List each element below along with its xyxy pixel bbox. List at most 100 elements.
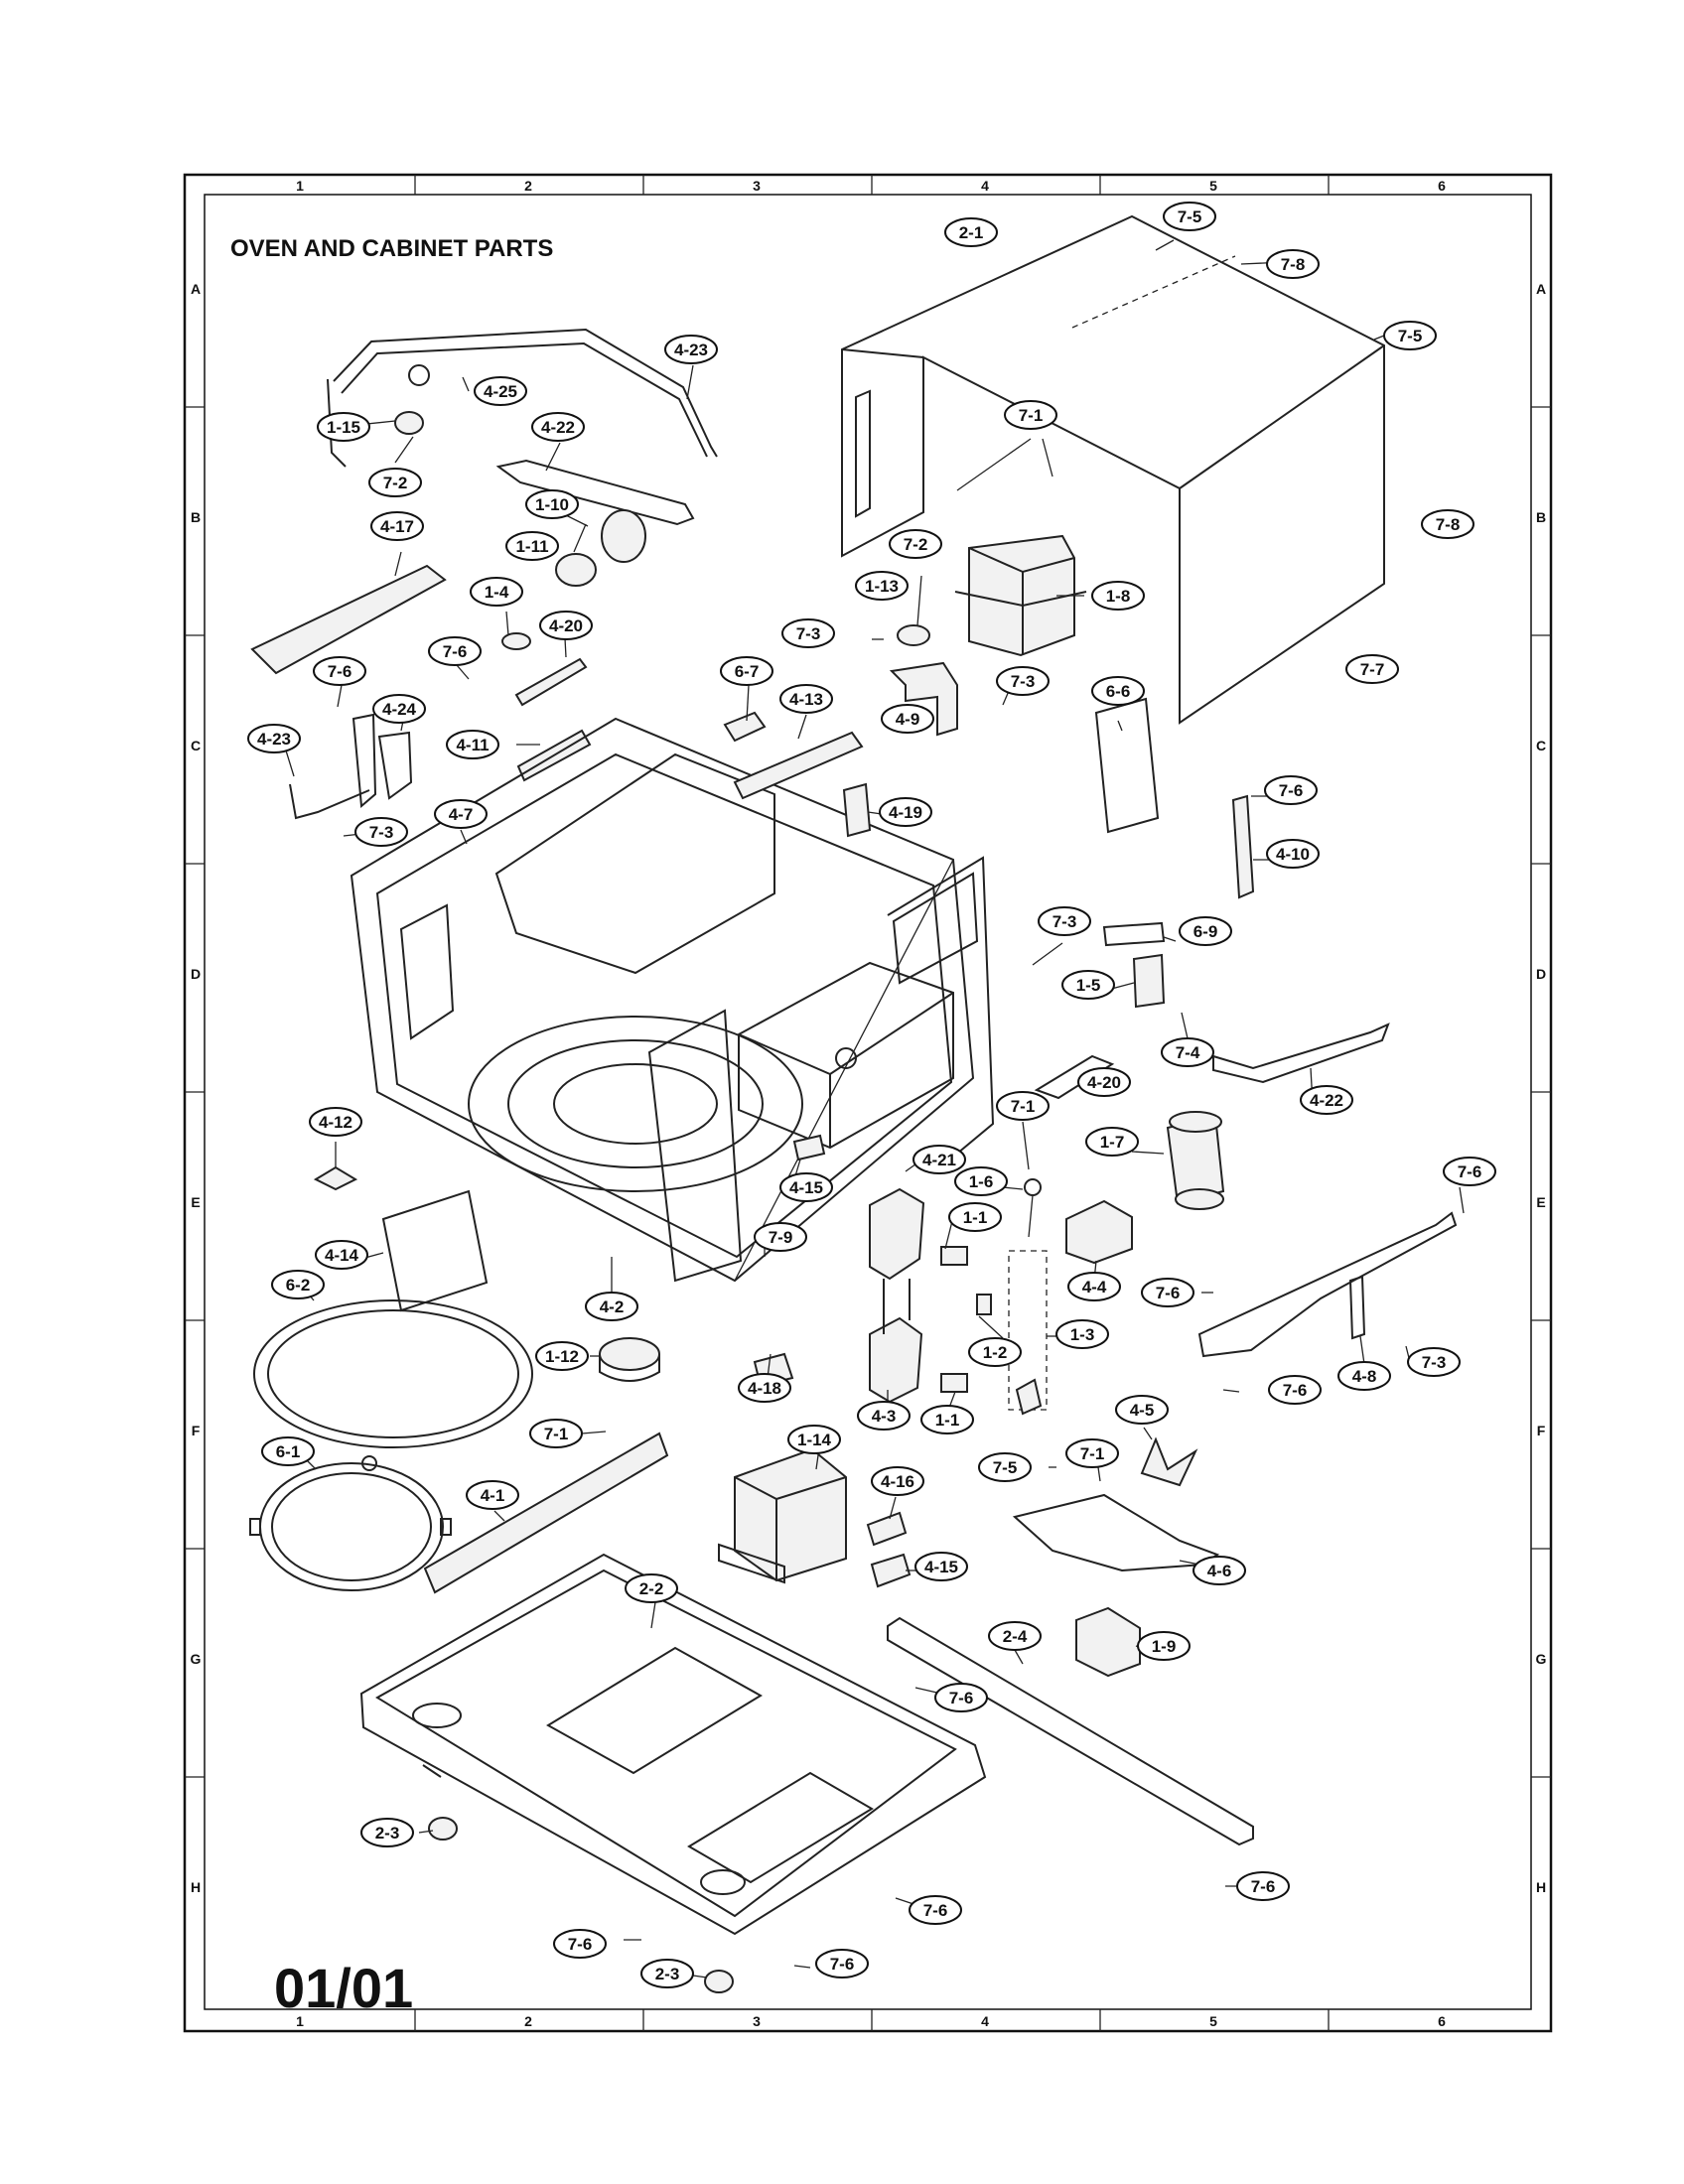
callout-oval xyxy=(640,1959,694,1988)
callout-oval xyxy=(879,797,932,827)
callout-oval xyxy=(470,577,523,607)
grid-row-label: D xyxy=(191,966,201,982)
top-air-guide-part xyxy=(327,328,718,468)
callout-bubble: 4-9 xyxy=(881,704,934,734)
callout-oval xyxy=(1091,581,1145,611)
callout-label: 4-4 xyxy=(1082,1278,1107,1297)
callout-labels: 2-17-57-87-57-17-81-87-77-21-137-37-34-9… xyxy=(247,202,1496,1988)
grid-row-label: H xyxy=(1536,1879,1546,1895)
callout-bubble: 7-1 xyxy=(1065,1438,1119,1468)
callout-oval xyxy=(1141,1278,1194,1307)
callout-oval xyxy=(996,1091,1050,1121)
callout-bubble: 4-22 xyxy=(1300,1085,1353,1115)
callout-bubble: 4-6 xyxy=(1193,1556,1246,1585)
callout-oval xyxy=(553,1929,607,1959)
callout-label: 4-24 xyxy=(382,700,417,719)
grid-row-label: F xyxy=(192,1423,201,1438)
callout-label: 4-15 xyxy=(924,1558,958,1576)
callout-label: 1-11 xyxy=(515,537,548,556)
callout-label: 2-4 xyxy=(1003,1627,1028,1646)
callout-label: 4-10 xyxy=(1276,845,1310,864)
latch-assembly-part xyxy=(869,1187,1048,1416)
callout-bubble: 4-10 xyxy=(1266,839,1320,869)
callout-bubble: 1-14 xyxy=(787,1425,841,1454)
callout-bubble: 4-1 xyxy=(466,1480,519,1510)
callout-label: 7-6 xyxy=(1283,1381,1308,1400)
grid-column-label: 6 xyxy=(1438,178,1446,194)
grid-row-label: A xyxy=(1536,281,1546,297)
bracket-part-4-8 xyxy=(1197,1211,1458,1358)
callout-label: 1-7 xyxy=(1100,1133,1125,1152)
callout-bubble: 7-3 xyxy=(354,817,408,847)
callout-label: 7-1 xyxy=(1019,406,1044,425)
callout-oval xyxy=(1137,1631,1191,1661)
fan-assembly-part xyxy=(1012,1436,1220,1678)
callout-label: 7-2 xyxy=(383,474,408,492)
grid-column-label: 4 xyxy=(981,178,989,194)
grid-row-label: B xyxy=(1536,509,1546,525)
callout-bubble: 2-3 xyxy=(640,1959,694,1988)
callout-bubble: 1-13 xyxy=(855,571,909,601)
callout-bubble: 7-5 xyxy=(1163,202,1216,231)
callout-oval xyxy=(889,529,942,559)
callout-label: 1-12 xyxy=(545,1347,579,1366)
grid-row-label: H xyxy=(191,1879,201,1895)
callout-bubble: 6-7 xyxy=(720,656,773,686)
callout-label: 2-2 xyxy=(639,1579,664,1598)
callout-bubble: 6-2 xyxy=(271,1270,325,1299)
callout-bubble: 1-2 xyxy=(968,1337,1022,1367)
foot-part-2-3-left xyxy=(428,1817,458,1841)
block-part-4-19 xyxy=(842,782,872,838)
callout-oval xyxy=(1004,400,1057,430)
grid-row-label: D xyxy=(1536,966,1546,982)
thermal-cutout-bracket-part xyxy=(889,624,958,737)
callout-oval xyxy=(781,618,835,648)
callout-oval xyxy=(1345,654,1399,684)
callout-oval xyxy=(815,1949,869,1979)
callout-bubble: 6-6 xyxy=(1091,676,1145,706)
page-number: 01/01 xyxy=(274,1957,413,2019)
callout-oval xyxy=(1067,1272,1121,1301)
left-brackets-part xyxy=(289,713,413,820)
callout-label: 7-5 xyxy=(1178,207,1202,226)
callout-bubble: 4-13 xyxy=(779,684,833,714)
grid-column-label: 6 xyxy=(1438,2013,1446,2029)
callout-label: 1-13 xyxy=(865,577,899,596)
callout-label: 7-8 xyxy=(1436,515,1461,534)
callout-bubble: 4-7 xyxy=(434,799,488,829)
callout-oval xyxy=(525,489,579,519)
callout-bubble: 4-14 xyxy=(315,1240,368,1270)
label-part-6-7 xyxy=(723,711,767,743)
callout-oval xyxy=(309,1107,362,1137)
bar-part-4-1 xyxy=(423,1432,669,1594)
callout-oval xyxy=(535,1341,589,1371)
callout-label: 6-1 xyxy=(276,1442,301,1461)
callout-oval xyxy=(466,1480,519,1510)
callout-label: 7-6 xyxy=(1251,1877,1276,1896)
callout-bubble: 7-6 xyxy=(1264,775,1318,805)
callout-label: 7-2 xyxy=(904,535,928,554)
callout-bubble: 1-5 xyxy=(1061,970,1115,1000)
callout-bubble: 4-8 xyxy=(1337,1361,1391,1391)
magnetron-part xyxy=(954,534,1087,657)
callout-label: 1-8 xyxy=(1106,587,1131,606)
callout-bubble: 4-15 xyxy=(914,1552,968,1581)
plate-part-4-14 xyxy=(381,1189,489,1312)
callout-bubble: 7-3 xyxy=(781,618,835,648)
callout-oval xyxy=(720,656,773,686)
callout-label: 7-8 xyxy=(1281,255,1306,274)
grid-column-label: 3 xyxy=(753,2013,761,2029)
callout-label: 7-6 xyxy=(1458,1162,1482,1181)
callout-oval xyxy=(360,1818,414,1847)
callout-oval xyxy=(1091,676,1145,706)
base-plate-part xyxy=(359,1553,987,1936)
callout-oval xyxy=(1443,1157,1496,1186)
callout-bubble: 7-6 xyxy=(1236,1871,1290,1901)
callout-oval xyxy=(871,1466,924,1496)
hv-parts xyxy=(1024,1111,1225,1265)
callout-label: 4-20 xyxy=(1087,1073,1121,1092)
callout-oval xyxy=(261,1436,315,1466)
callout-bubble: 4-22 xyxy=(531,412,585,442)
callout-oval xyxy=(1163,202,1216,231)
callout-label: 4-23 xyxy=(257,730,291,749)
